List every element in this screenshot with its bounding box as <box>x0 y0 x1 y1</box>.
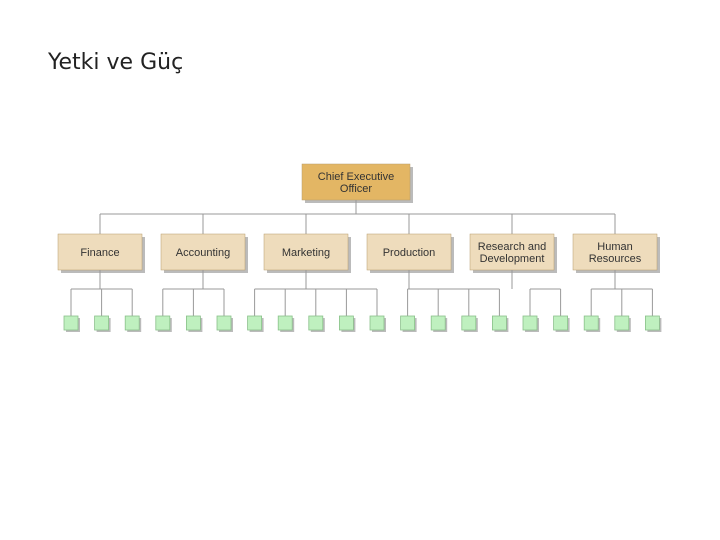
staff-box <box>338 315 354 331</box>
staff-box <box>614 315 630 331</box>
staff-box <box>583 315 599 331</box>
staff-box <box>155 315 171 331</box>
department-box <box>572 233 658 271</box>
staff-box <box>553 315 568 331</box>
staff-box <box>400 315 416 331</box>
department-box <box>57 233 143 271</box>
department-label: Marketing <box>282 247 330 259</box>
staff-box <box>185 315 201 331</box>
department-label: Human <box>597 241 632 253</box>
department-label: Finance <box>80 247 119 259</box>
department-box <box>263 233 349 271</box>
staff-box <box>645 315 660 331</box>
ceo-label: Chief Executive <box>318 171 394 183</box>
department-label: Accounting <box>176 247 230 259</box>
department-label: Research and <box>478 241 547 253</box>
staff-box <box>369 315 385 331</box>
staff-box <box>124 315 140 331</box>
staff-box <box>491 315 507 331</box>
department-box <box>366 233 452 271</box>
staff-box <box>63 315 79 331</box>
staff-box <box>94 315 109 331</box>
staff-box <box>461 315 477 331</box>
staff-box <box>430 315 446 331</box>
department-label: Resources <box>589 253 642 265</box>
staff-box <box>308 315 324 331</box>
staff-box <box>247 315 263 331</box>
staff-box <box>216 315 232 331</box>
slide-title: Yetki ve Güç <box>48 50 184 75</box>
department-label: Production <box>383 247 436 259</box>
department-box <box>469 233 555 271</box>
ceo-label: Officer <box>340 183 373 195</box>
staff-box <box>277 315 293 331</box>
staff-box <box>522 315 538 331</box>
department-label: Development <box>480 253 545 265</box>
